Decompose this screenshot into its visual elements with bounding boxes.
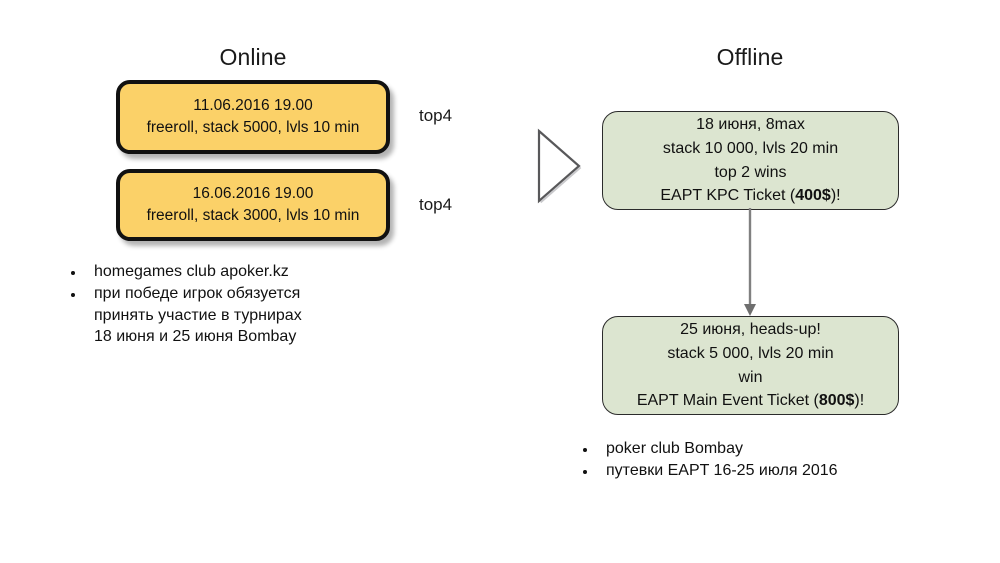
online-card-1-qualifier-label: top4 — [419, 106, 453, 125]
online-card-2-line-2: freeroll, stack 3000, lvls 10 min — [146, 207, 360, 224]
online-card-2-line-1: 16.06.2016 19.00 — [192, 185, 314, 202]
offline-card-1-prize: EAPT KPC Ticket (400$)! — [660, 184, 840, 208]
online-notes-list: homegames club apoker.kz при победе игро… — [66, 261, 406, 349]
offline-note-1-line-1: poker club Bombay — [606, 440, 743, 457]
offline-tournament-card-1[interactable]: 18 июня, 8max stack 10 000, lvls 20 min … — [602, 111, 899, 210]
bullet-dot-icon — [583, 447, 587, 452]
offline-tournament-card-2[interactable]: 25 июня, heads-up! stack 5 000, lvls 20 … — [602, 316, 899, 415]
list-item-text: homegames club apoker.kz — [94, 261, 406, 282]
offline-card-2-prize: EAPT Main Event Ticket (800$)! — [637, 389, 864, 413]
offline-card-2-prize-amount: 800$ — [818, 392, 855, 410]
list-item: путевки EAPT 16-25 июля 2016 — [578, 460, 938, 481]
bullet-dot-icon — [583, 470, 587, 475]
online-note-2-line-3: 18 июня и 25 июня Bombay — [94, 328, 297, 346]
list-item: при победе игрок обязуется принять участ… — [66, 283, 406, 347]
offline-card-1-prize-prefix: EAPT KPC Ticket ( — [660, 187, 796, 205]
list-item-text: путевки EAPT 16-25 июля 2016 — [606, 460, 938, 481]
down-arrow-icon — [735, 208, 765, 320]
online-note-2-line-2: принять участие в турнирах — [94, 306, 302, 324]
offline-card-1-prize-suffix: )! — [830, 187, 841, 205]
online-tournament-card-2[interactable]: 16.06.2016 19.00 freeroll, stack 3000, l… — [116, 169, 390, 241]
offline-card-1-prize-amount: 400$ — [795, 187, 831, 205]
play-triangle-icon — [535, 128, 583, 204]
list-item: homegames club apoker.kz — [66, 261, 406, 282]
bullet-dot-icon — [71, 293, 75, 298]
offline-card-2-line-1: 25 июня, heads-up! — [680, 321, 821, 339]
online-card-1-line-1: 11.06.2016 19.00 — [193, 97, 313, 114]
offline-card-1-line-1: 18 июня, 8max — [696, 116, 805, 134]
offline-card-2-line-2: stack 5 000, lvls 20 min — [667, 344, 834, 362]
online-note-1-line-1: homegames club apoker.kz — [94, 263, 289, 280]
offline-card-1-line-3: top 2 wins — [714, 163, 787, 181]
offline-card-2-prize-prefix: EAPT Main Event Ticket ( — [636, 392, 819, 410]
offline-notes-list: poker club Bombay путевки EAPT 16-25 июл… — [578, 438, 938, 483]
online-tournament-card-1[interactable]: 11.06.2016 19.00 freeroll, stack 5000, l… — [116, 80, 390, 154]
offline-card-2-line-3: win — [738, 368, 763, 386]
online-card-2-qualifier-label: top4 — [419, 195, 453, 214]
column-title-online: Online — [219, 44, 287, 70]
offline-card-1-line-2: stack 10 000, lvls 20 min — [662, 139, 839, 157]
column-title-offline: Offline — [716, 44, 784, 70]
offline-note-2-line-1: путевки EAPT 16-25 июля 2016 — [606, 462, 838, 480]
play-triangle-glyph — [537, 128, 582, 204]
list-item-text: при победе игрок обязуется принять участ… — [94, 283, 406, 347]
online-note-2-line-1: при победе игрок обязуется — [94, 285, 301, 303]
online-card-1-line-2: freeroll, stack 5000, lvls 10 min — [146, 119, 360, 136]
down-arrow-glyph — [744, 208, 756, 316]
list-item-text: poker club Bombay — [606, 438, 938, 459]
bullet-dot-icon — [71, 270, 75, 275]
offline-card-2-prize-suffix: )! — [854, 392, 865, 410]
list-item: poker club Bombay — [578, 438, 938, 459]
